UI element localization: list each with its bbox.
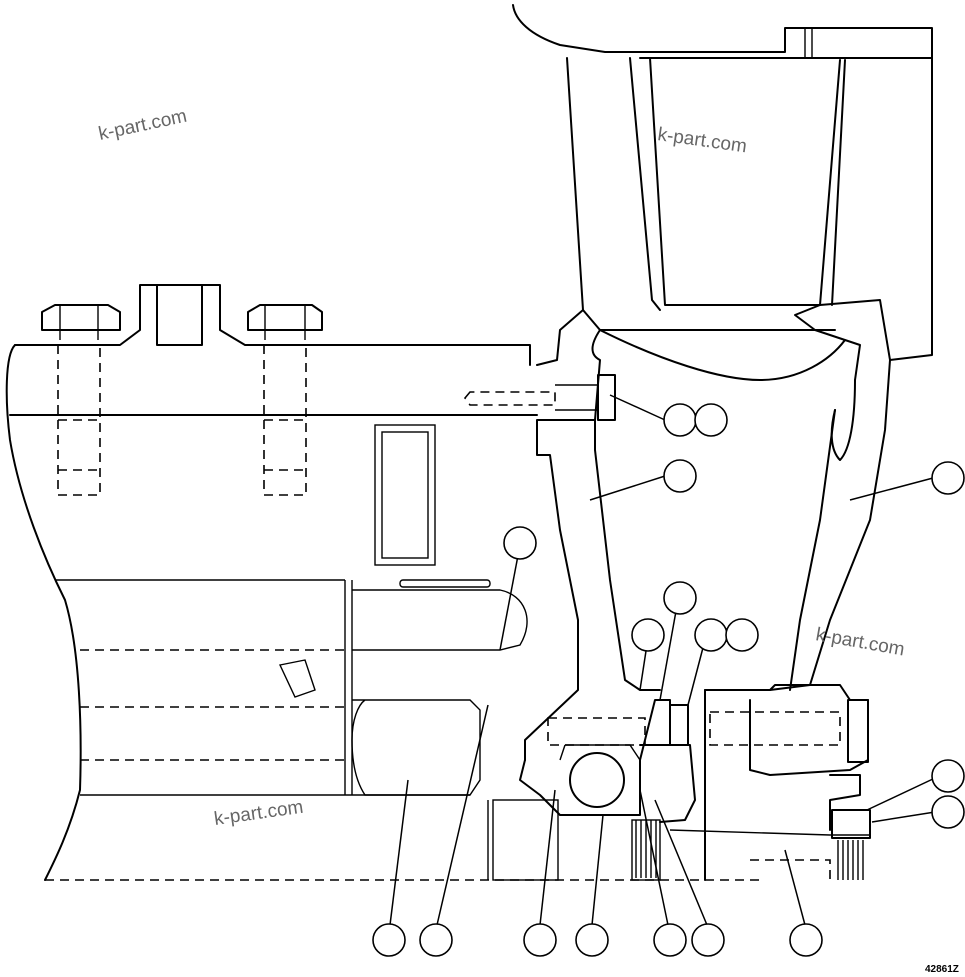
callout-c5 bbox=[503, 526, 537, 560]
leader-lines bbox=[389, 394, 936, 926]
left-housing bbox=[5, 284, 760, 881]
callout-c2 bbox=[694, 403, 728, 437]
callout-c15 bbox=[575, 923, 609, 957]
callout-c1 bbox=[663, 403, 697, 437]
callout-c6 bbox=[663, 581, 697, 615]
callout-c17 bbox=[691, 923, 725, 957]
callout-bubbles bbox=[372, 403, 965, 957]
callout-c16 bbox=[653, 923, 687, 957]
callout-c7 bbox=[631, 618, 665, 652]
callout-c3 bbox=[663, 459, 697, 493]
watermark-3: k-part.com bbox=[814, 624, 906, 660]
callout-c10 bbox=[931, 759, 965, 793]
bearing-assembly bbox=[487, 689, 706, 881]
callout-c4 bbox=[931, 461, 965, 495]
callout-c11 bbox=[931, 795, 965, 829]
right-assembly bbox=[669, 684, 871, 880]
figure-number: 42861Z bbox=[925, 964, 959, 975]
callout-c8 bbox=[694, 618, 728, 652]
watermark-4: k-part.com bbox=[213, 797, 305, 830]
watermarks: k-part.com k-part.com k-part.com k-part.… bbox=[97, 106, 906, 830]
callout-c9 bbox=[725, 618, 759, 652]
callout-c18 bbox=[789, 923, 823, 957]
center-housing bbox=[524, 329, 891, 761]
watermark-2: k-part.com bbox=[656, 124, 748, 157]
watermark-1: k-part.com bbox=[97, 106, 189, 145]
callout-c13 bbox=[419, 923, 453, 957]
upper-frame bbox=[512, 4, 933, 381]
housing-bolt bbox=[463, 374, 616, 421]
callout-c12 bbox=[372, 923, 406, 957]
callout-c14 bbox=[523, 923, 557, 957]
